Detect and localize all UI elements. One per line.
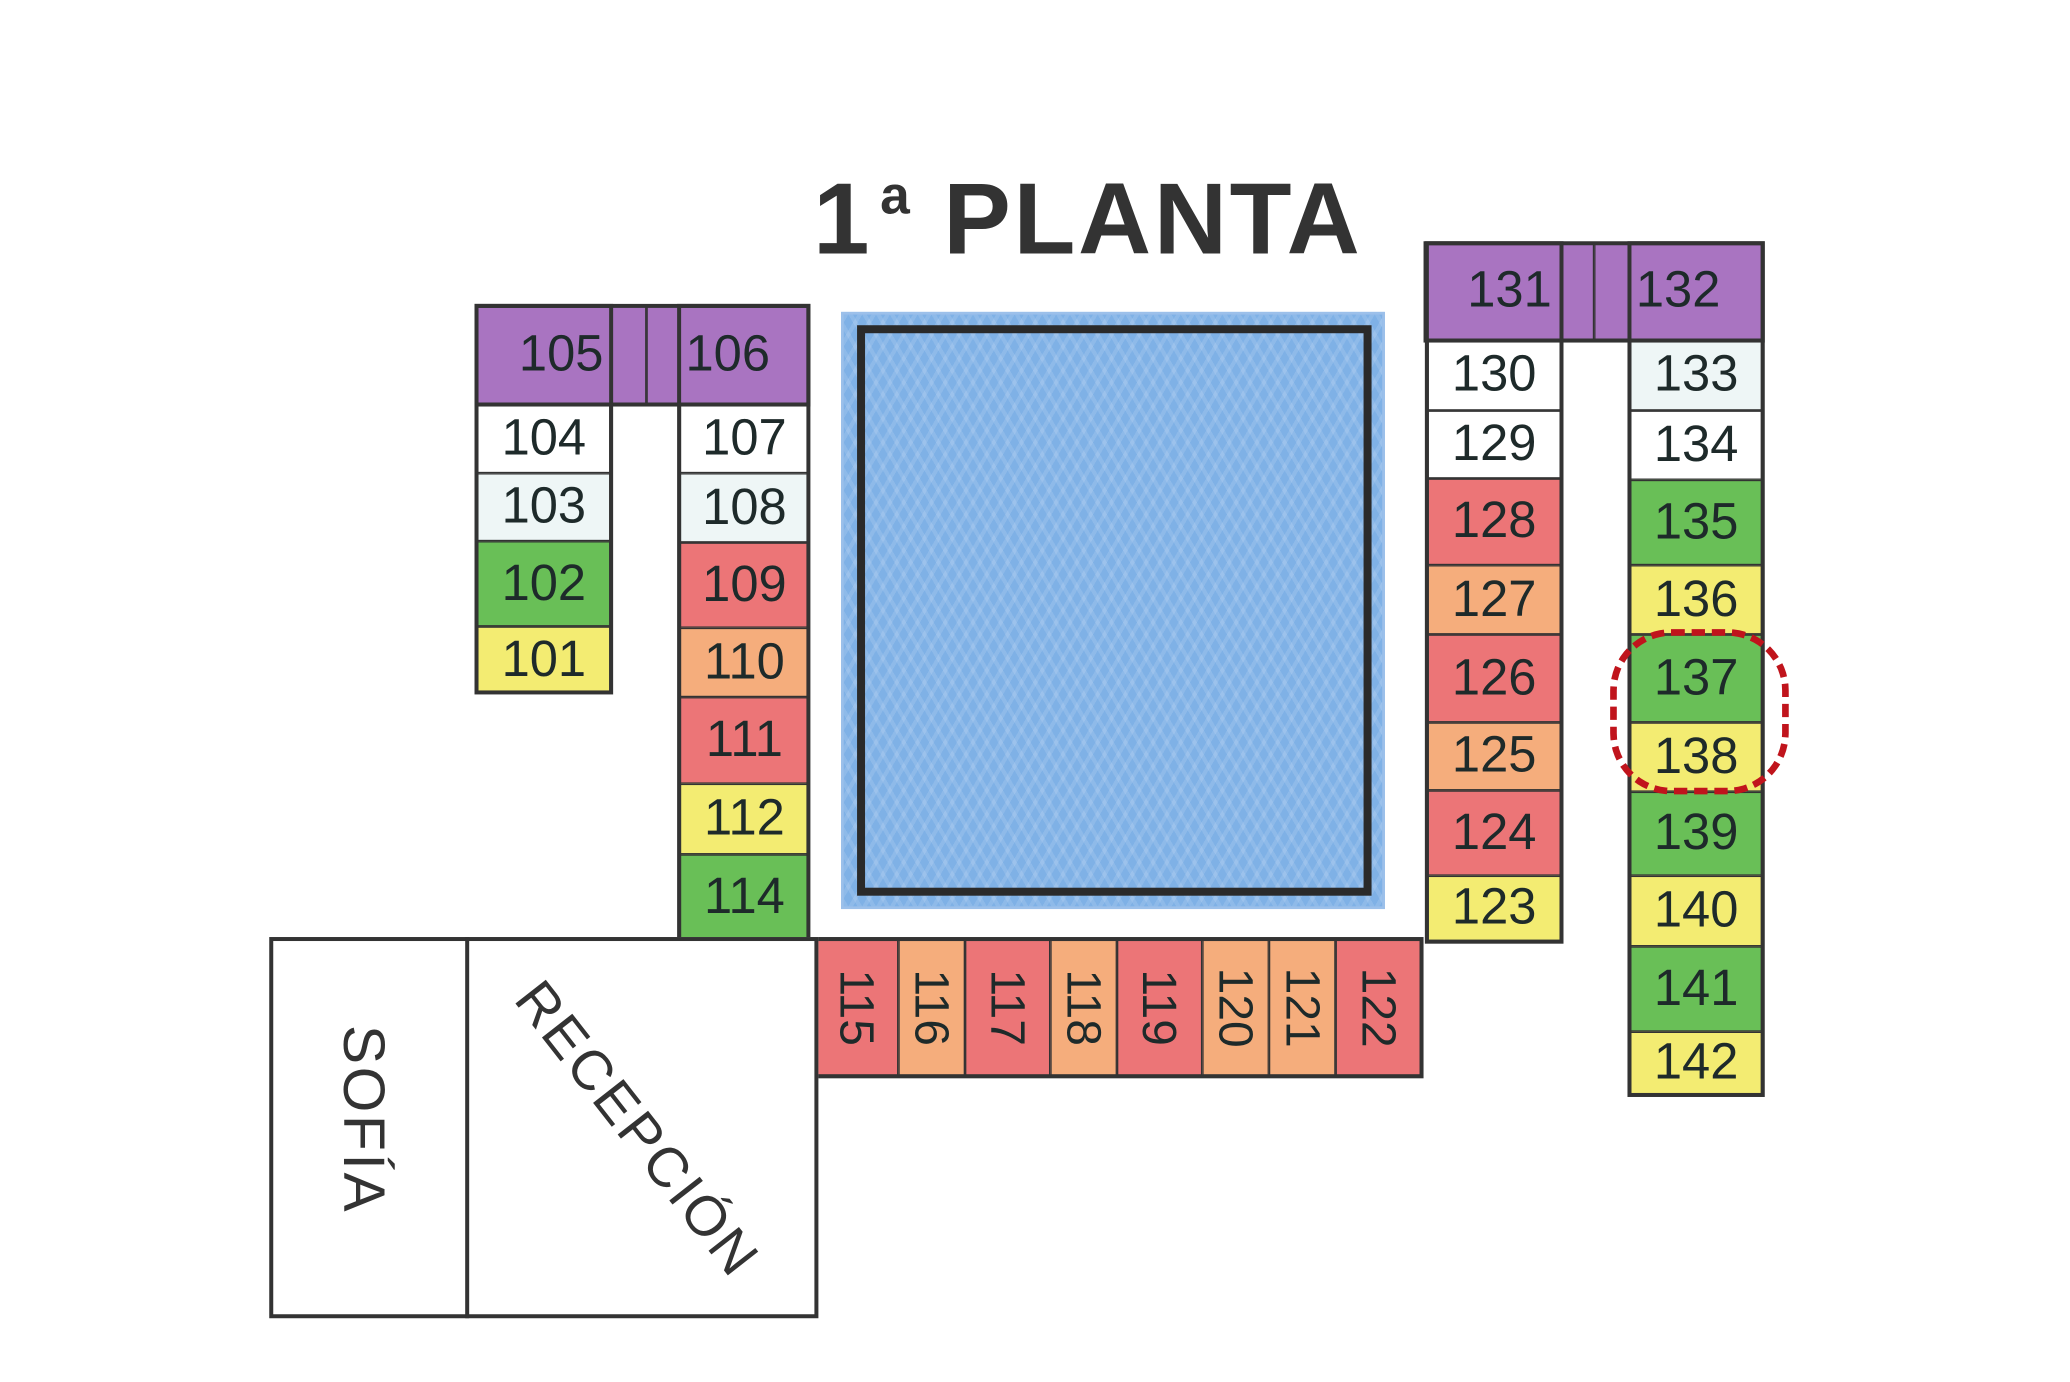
room-130[interactable]: 130 xyxy=(1427,339,1561,411)
room-122[interactable]: 122 xyxy=(1335,939,1421,1076)
room-126-number: 126 xyxy=(1451,649,1537,706)
room-124[interactable]: 124 xyxy=(1427,790,1561,876)
room-124-number: 124 xyxy=(1451,804,1537,861)
room-110[interactable]: 110 xyxy=(679,627,810,698)
room-128-number: 128 xyxy=(1451,493,1537,550)
room-120[interactable]: 120 xyxy=(1202,939,1269,1076)
room-142-number: 142 xyxy=(1653,1034,1739,1091)
sofia-label: SOFÍA xyxy=(330,1024,396,1215)
room-129-number: 129 xyxy=(1451,415,1537,472)
room-106[interactable]: 106 xyxy=(646,305,810,404)
room-125[interactable]: 125 xyxy=(1427,722,1561,791)
room-109-number: 109 xyxy=(702,556,787,613)
room-141[interactable]: 141 xyxy=(1630,946,1763,1032)
room-112-number: 112 xyxy=(704,790,785,847)
room-125-number: 125 xyxy=(1451,727,1537,784)
room-129[interactable]: 129 xyxy=(1427,410,1561,479)
room-121-number: 121 xyxy=(1275,967,1331,1048)
room-119-number: 119 xyxy=(1132,969,1188,1046)
room-136[interactable]: 136 xyxy=(1630,565,1763,635)
room-134-number: 134 xyxy=(1653,416,1739,473)
room-120-number: 120 xyxy=(1208,967,1264,1048)
room-107[interactable]: 107 xyxy=(679,403,810,474)
room-108[interactable]: 108 xyxy=(679,473,810,543)
room-133-number: 133 xyxy=(1653,346,1739,403)
room-133[interactable]: 133 xyxy=(1630,339,1763,411)
room-107-number: 107 xyxy=(702,409,787,466)
room-141-number: 141 xyxy=(1653,960,1739,1017)
floor-number: 1 xyxy=(813,162,873,276)
room-115[interactable]: 115 xyxy=(815,939,899,1076)
room-131[interactable]: 131 xyxy=(1424,242,1595,340)
room-108-number: 108 xyxy=(702,479,787,536)
room-130-number: 130 xyxy=(1451,346,1537,403)
pool-border xyxy=(857,325,1372,896)
room-102-number: 102 xyxy=(501,555,587,612)
room-116-number: 116 xyxy=(905,969,960,1046)
room-111[interactable]: 111 xyxy=(679,697,810,784)
room-102[interactable]: 102 xyxy=(477,541,611,627)
pool xyxy=(841,311,1385,910)
room-105-number: 105 xyxy=(518,325,604,382)
room-132[interactable]: 132 xyxy=(1594,242,1763,340)
room-117-number: 117 xyxy=(981,969,1036,1046)
room-104-number: 104 xyxy=(501,409,587,466)
room-118[interactable]: 118 xyxy=(1050,939,1117,1076)
room-127-number: 127 xyxy=(1451,571,1537,628)
room-112[interactable]: 112 xyxy=(679,783,810,855)
room-123-number: 123 xyxy=(1451,879,1537,936)
room-114[interactable]: 114 xyxy=(679,854,810,940)
room-126[interactable]: 126 xyxy=(1427,634,1561,723)
room-132-number: 132 xyxy=(1635,262,1721,319)
room-101[interactable]: 101 xyxy=(477,626,611,694)
room-122-number: 122 xyxy=(1351,967,1407,1048)
room-110-number: 110 xyxy=(704,633,785,690)
room-117[interactable]: 117 xyxy=(965,939,1051,1076)
room-135-number: 135 xyxy=(1653,493,1739,550)
room-139[interactable]: 139 xyxy=(1630,791,1763,876)
service-area xyxy=(269,937,819,1319)
floor-title-text: PLANTA xyxy=(943,162,1363,276)
floor-ordinal-indicator: a xyxy=(880,166,913,226)
room-127[interactable]: 127 xyxy=(1427,565,1561,635)
room-140-number: 140 xyxy=(1653,882,1739,939)
room-116[interactable]: 116 xyxy=(898,939,966,1076)
room-114-number: 114 xyxy=(704,868,785,925)
room-142[interactable]: 142 xyxy=(1630,1031,1763,1095)
room-121[interactable]: 121 xyxy=(1268,939,1336,1076)
room-131-number: 131 xyxy=(1467,262,1552,319)
highlight-marker xyxy=(1610,629,1789,795)
room-103-number: 103 xyxy=(501,478,587,535)
room-139-number: 139 xyxy=(1653,805,1739,862)
room-140[interactable]: 140 xyxy=(1630,875,1763,947)
service-area-outline xyxy=(269,937,819,1319)
room-105[interactable]: 105 xyxy=(475,305,647,404)
room-101-number: 101 xyxy=(501,631,587,688)
room-128[interactable]: 128 xyxy=(1427,478,1561,566)
room-134[interactable]: 134 xyxy=(1630,410,1763,480)
room-118-number: 118 xyxy=(1056,969,1112,1046)
room-103[interactable]: 103 xyxy=(477,473,611,542)
room-115-number: 115 xyxy=(830,969,886,1046)
room-109[interactable]: 109 xyxy=(679,542,810,628)
room-135[interactable]: 135 xyxy=(1630,479,1763,566)
room-111-number: 111 xyxy=(705,711,783,768)
room-106-number: 106 xyxy=(685,325,771,382)
room-136-number: 136 xyxy=(1653,571,1739,628)
room-119[interactable]: 119 xyxy=(1116,939,1203,1076)
room-104[interactable]: 104 xyxy=(477,403,611,474)
room-123[interactable]: 123 xyxy=(1427,875,1561,942)
service-divider xyxy=(465,937,470,1319)
